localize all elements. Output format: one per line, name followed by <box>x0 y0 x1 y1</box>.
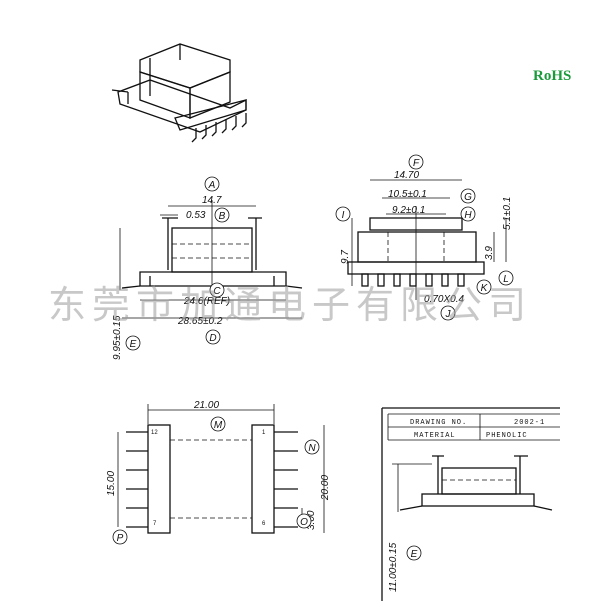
svg-text:P: P <box>117 533 124 544</box>
side-view: 14.70 10.5±0.1 9.2±0.1 9.7 0.70X0.4 3.9 … <box>335 154 514 321</box>
3d-pins <box>191 113 247 143</box>
svg-text:M: M <box>214 420 223 431</box>
right-pin-row <box>274 431 298 528</box>
side-pins <box>361 273 465 287</box>
svg-text:I: I <box>342 210 345 221</box>
rohs-badge: RoHS <box>533 68 571 84</box>
svg-text:B: B <box>219 211 226 222</box>
detail-dim-e-label: 11.00±0.15 <box>388 542 399 592</box>
bobbin-3d-view <box>111 43 247 143</box>
company-watermark: 东莞市加通电子有限公司 <box>48 283 532 327</box>
dim-o-label: 3.00 <box>306 510 317 530</box>
dim-k-label: 3.9 <box>484 246 495 260</box>
drawing-no-label: DRAWING NO. <box>410 419 467 427</box>
svg-text:H: H <box>464 210 472 221</box>
svg-text:N: N <box>308 443 316 454</box>
dim-p-label: 15.00 <box>106 471 117 496</box>
dim-b-label: 0.53 <box>186 210 206 221</box>
title-block: DRAWING NO. 2002-1 MATERIAL PHENOLIC <box>381 407 560 601</box>
svg-text:E: E <box>130 339 137 350</box>
dim-l-label: 5.1±0.1 <box>502 197 513 230</box>
dim-a-label: 14.7 <box>202 195 222 206</box>
pin-label-1: 1 <box>262 430 266 436</box>
svg-text:J: J <box>445 309 452 320</box>
svg-text:G: G <box>464 192 472 203</box>
front-view: 14.7 0.53 24.6(REF) 28.65±0.2 9.95±0.15 … <box>112 176 303 360</box>
svg-text:L: L <box>503 274 509 285</box>
drawing-no-value: 2002-1 <box>514 419 545 427</box>
bottom-view: 12 1 7 6 21.00 15.00 20.00 3.00 M N O P <box>106 400 331 545</box>
dim-h-label: 9.2±0.1 <box>392 205 425 216</box>
svg-text:D: D <box>209 333 216 344</box>
dim-j-label: 0.70X0.4 <box>424 294 464 305</box>
pin-label-12: 12 <box>151 430 158 436</box>
svg-text:O: O <box>300 517 308 528</box>
detail-view: 11.00±0.15 E <box>388 455 553 592</box>
dim-e-label: 9.95±0.15 <box>112 315 123 360</box>
pin-label-7: 7 <box>153 521 157 527</box>
dim-i-label: 9.7 <box>340 250 351 264</box>
svg-text:A: A <box>208 180 216 191</box>
svg-text:F: F <box>413 158 420 169</box>
svg-text:K: K <box>481 283 489 294</box>
material-value: PHENOLIC <box>486 432 528 440</box>
dim-f-label: 14.70 <box>394 170 419 181</box>
dim-n-label: 20.00 <box>320 475 331 501</box>
material-label: MATERIAL <box>414 432 456 440</box>
dim-g-label: 10.5±0.1 <box>388 189 427 200</box>
svg-text:E: E <box>411 549 418 560</box>
svg-text:C: C <box>213 286 221 297</box>
left-pin-row <box>126 431 148 528</box>
dim-m-label: 21.00 <box>193 400 219 411</box>
dim-c-label: 24.6(REF) <box>183 296 230 307</box>
dim-d-label: 28.65±0.2 <box>177 316 223 327</box>
pin-label-6: 6 <box>262 521 266 527</box>
